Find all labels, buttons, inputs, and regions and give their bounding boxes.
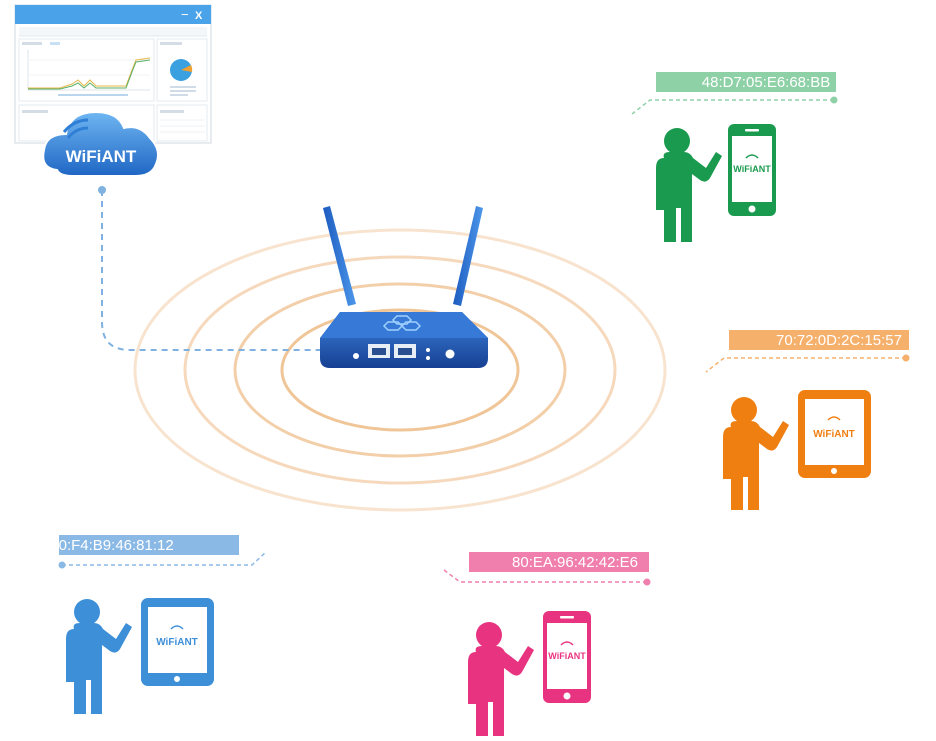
signal-rings xyxy=(133,228,667,512)
close-button[interactable]: X xyxy=(195,10,203,22)
signal-ring xyxy=(133,228,667,512)
signal-ring xyxy=(233,282,567,458)
device-brand-label: WiFiANT xyxy=(548,651,586,661)
dashboard-titlebar xyxy=(15,5,211,24)
mac-address-label: 00:F4:B9:46:81:12 xyxy=(50,537,173,554)
smartphone-icon: WiFiANT xyxy=(543,611,591,703)
tablet-icon: WiFiANT xyxy=(798,390,871,478)
device-brand-label: WiFiANT xyxy=(733,164,771,174)
router-led xyxy=(426,356,430,360)
wifiant-cloud: WiFiANT xyxy=(42,110,159,177)
mac-label-box xyxy=(59,535,239,555)
wifi-arc-icon xyxy=(62,118,89,133)
router-logo-icon xyxy=(382,315,422,331)
person-icon xyxy=(468,622,534,736)
mac-address-label: 80:EA:96:42:42:E6 xyxy=(512,554,638,571)
mac-label-box xyxy=(656,72,836,92)
device-brand-label: WiFiANT xyxy=(813,429,855,440)
tablet-icon: WiFiANT xyxy=(141,598,214,686)
signal-ring xyxy=(280,308,520,432)
client-device-2: 70:72:0D:2C:15:57 WiFiANT xyxy=(705,330,910,510)
router-antenna-right xyxy=(453,206,483,306)
cloud-brand-label: WiFiANT xyxy=(66,147,137,166)
client-device-1: 48:D7:05:E6:68:BB WiFiANT xyxy=(631,72,838,242)
device-brand-label: WiFiANT xyxy=(156,637,198,648)
router-led xyxy=(426,348,430,352)
router-antenna-left xyxy=(323,206,356,306)
wifi-router xyxy=(320,206,488,368)
mac-label-box xyxy=(469,552,649,572)
minimize-button[interactable]: − xyxy=(181,7,189,22)
mac-address-label: 70:72:0D:2C:15:57 xyxy=(776,332,902,349)
dashboard-pie-chart xyxy=(156,38,208,102)
mac-label-box xyxy=(729,330,909,350)
cloud-router-link xyxy=(101,190,320,351)
client-device-4: 80:EA:96:42:42:E6 WiFiANT xyxy=(443,552,651,736)
router-led xyxy=(353,353,359,359)
person-icon xyxy=(656,128,722,242)
link-endpoint-dot xyxy=(98,186,106,194)
dashboard-line-chart xyxy=(18,38,155,102)
person-icon xyxy=(66,599,132,714)
router-power-button xyxy=(445,349,455,359)
smartphone-icon: WiFiANT xyxy=(728,124,776,216)
mac-address-label: 48:D7:05:E6:68:BB xyxy=(702,74,830,91)
client-device-3: 00:F4:B9:46:81:12 WiFiANT xyxy=(50,535,267,714)
signal-ring xyxy=(183,255,617,485)
person-icon xyxy=(723,397,789,510)
